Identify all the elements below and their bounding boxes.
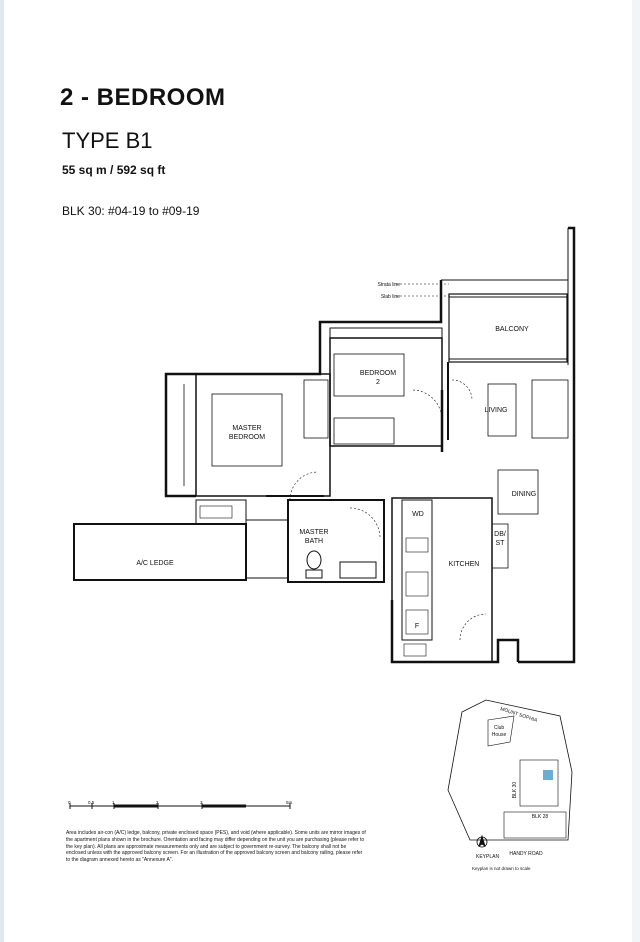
unit-type: TYPE B1	[62, 128, 153, 153]
balcony	[396, 283, 568, 363]
scale-tick-4: 3	[200, 800, 203, 805]
master-bedroom-label-line2: BEDROOM	[229, 434, 265, 441]
unit-area: 55 sq m / 592 sq ft	[62, 163, 166, 177]
kitchen	[391, 497, 493, 663]
keyplan-house-label: House	[492, 732, 507, 738]
disclaimer-notes: Area includes air-con (A/C) ledge, balco…	[66, 830, 366, 864]
living-label: LIVING	[485, 407, 508, 414]
outer-walls	[164, 226, 576, 664]
master-bedroom-label-line1: MASTER	[232, 425, 261, 432]
bedroom2-label-line1: BEDROOM	[360, 370, 396, 377]
keyplan-note: Keyplan is not drawn to scale	[472, 866, 531, 871]
bedroom2-label-line2: 2	[376, 379, 380, 386]
scale-tick-2: 1	[112, 800, 115, 805]
scale-tick-1: 0.5	[88, 800, 95, 805]
brochure-page	[4, 0, 632, 942]
db-st-label-line2: ST	[496, 540, 506, 547]
living-dining	[447, 362, 569, 569]
scale-tick-3: 2	[156, 800, 159, 805]
keyplan-road-bottom: HANDY ROAD	[509, 851, 543, 857]
keyplan-map	[447, 699, 573, 841]
keyplan-blk28-label: BLK 28	[532, 814, 549, 820]
keyplan-road-top: MOUNT SOPHIA	[499, 706, 538, 724]
master-bath-label-line1: MASTER	[299, 529, 328, 536]
ac-ledge	[73, 499, 247, 581]
master-bath-label-line2: BATH	[305, 538, 323, 545]
scale-bar	[69, 803, 291, 809]
kitchen-label: KITCHEN	[449, 561, 480, 568]
strata-line-label: Strata line	[377, 282, 400, 288]
page-title: 2 - BEDROOM	[60, 84, 226, 111]
keyplan-club-label: Club	[494, 725, 505, 731]
master-bedroom	[183, 373, 331, 501]
slab-line-label: Slab line	[381, 294, 400, 300]
keyplan-blk30-label: BLK 30	[512, 782, 518, 799]
fridge-label: F	[415, 623, 419, 630]
ac-ledge-label: A/C LEDGE	[136, 560, 174, 567]
scale-tick-0: 0	[68, 800, 71, 805]
north-arrow-icon	[476, 834, 488, 848]
scale-tick-5: 5m	[286, 800, 293, 805]
wd-label: WD	[412, 511, 424, 518]
page-edge	[0, 0, 4, 942]
bedroom-2	[329, 327, 444, 452]
unit-numbers: BLK 30: #04-19 to #09-19	[62, 204, 200, 218]
keyplan-unit-highlight	[543, 770, 553, 780]
balcony-label: BALCONY	[495, 326, 529, 333]
db-st-label-line1: DB/	[494, 531, 506, 538]
dining-label: DINING	[512, 491, 537, 498]
keyplan-label: KEYPLAN	[476, 854, 499, 860]
